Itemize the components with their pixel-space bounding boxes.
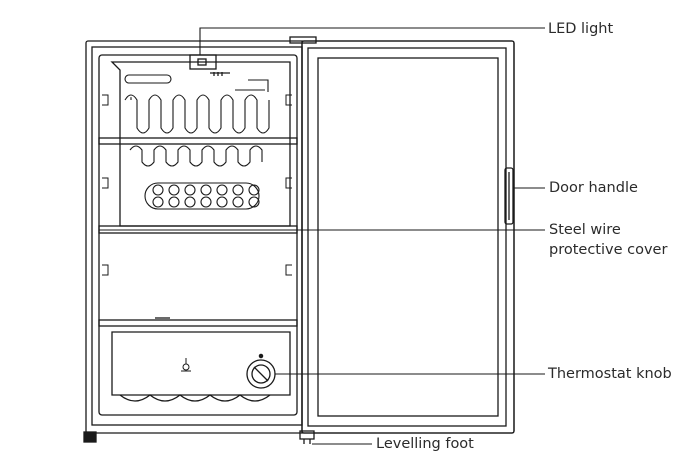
- levelling-foot-label: Levelling foot: [376, 436, 474, 452]
- steel-wire-label-line2: protective cover: [549, 242, 668, 258]
- door-hinge: [289, 36, 317, 44]
- bottom-compartment: [111, 331, 291, 402]
- door-handle-label: Door handle: [549, 180, 638, 196]
- led-light-housing: [189, 54, 230, 76]
- steel-wire-label-line1: Steel wire: [549, 222, 621, 238]
- shelf-rails: [98, 137, 298, 327]
- temperature-symbol-icon: [181, 358, 191, 372]
- door-handle: [504, 167, 514, 225]
- led-light-leader: [199, 27, 545, 55]
- steel-wire-cover-label: Steel wire protective cover: [549, 220, 667, 260]
- glass-door: [301, 40, 515, 434]
- evaporator-coil: [124, 74, 270, 167]
- leader-lines: [99, 27, 545, 445]
- thermostat-knob: [246, 353, 276, 389]
- thermostat-knob-label: Thermostat knob: [548, 366, 672, 382]
- lower-coil: [144, 182, 260, 210]
- levelling-feet: [83, 430, 315, 444]
- led-light-label: LED light: [548, 21, 614, 37]
- shelf-clips: [102, 94, 292, 276]
